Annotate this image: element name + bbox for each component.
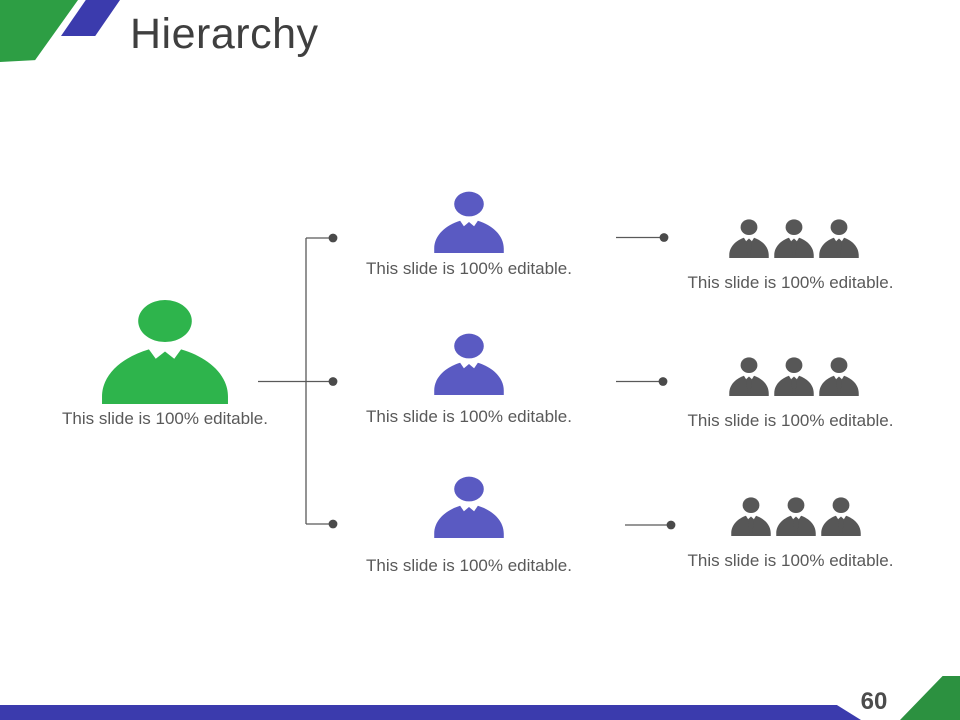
root-person-icon — [102, 300, 228, 404]
team-group-icon — [730, 497, 862, 536]
team-caption: This slide is 100% editable. — [687, 273, 894, 292]
team-person-icon — [729, 219, 769, 258]
manager-person-icon — [434, 333, 504, 395]
team-caption: This slide is 100% editable. — [687, 411, 894, 430]
team-person-icon — [774, 357, 814, 396]
team-person-icon — [776, 497, 816, 536]
team-person-icon — [731, 497, 771, 536]
connector-dot — [328, 233, 338, 243]
team-person-icon — [819, 357, 859, 396]
connector-dot — [328, 519, 338, 529]
manager-person-icon — [434, 476, 504, 538]
team-caption: This slide is 100% editable. — [687, 551, 894, 570]
connector-dot — [658, 377, 668, 386]
footer-corner-green-shape — [900, 676, 960, 720]
team-person-icon — [819, 219, 859, 258]
slide-title: Hierarchy — [130, 10, 319, 58]
connector-dot — [328, 377, 338, 386]
footer-accent-bar — [0, 705, 861, 720]
connector-dot — [659, 233, 669, 242]
manager-caption: This slide is 100% editable. — [365, 407, 572, 426]
team-group-icon — [728, 357, 860, 396]
team-person-icon — [821, 497, 861, 536]
team-person-icon — [729, 357, 769, 396]
manager-person-icon — [434, 191, 504, 253]
manager-caption: This slide is 100% editable. — [365, 259, 572, 278]
team-group-icon — [728, 219, 860, 258]
team-person-icon — [774, 219, 814, 258]
page-number: 60 — [860, 688, 888, 715]
manager-caption: This slide is 100% editable. — [365, 556, 572, 575]
connector-dot — [666, 520, 676, 530]
root-caption: This slide is 100% editable. — [61, 409, 268, 428]
